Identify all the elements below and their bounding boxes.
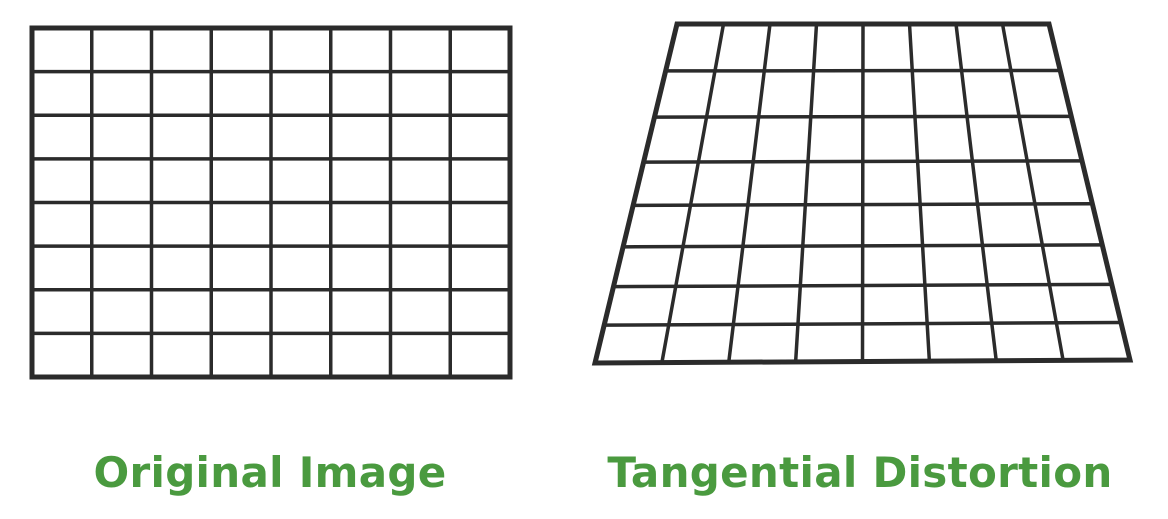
tangential-distortion-grid — [591, 21, 1134, 366]
grid-horizontal-line — [602, 320, 1123, 327]
grid-vertical-line — [954, 22, 998, 363]
grid-horizontal-line — [641, 159, 1084, 164]
grid-vertical-line — [660, 22, 726, 365]
grid-horizontal-line — [611, 282, 1114, 289]
grid-vertical-line — [1000, 22, 1065, 363]
original-image-caption: Original Image — [93, 448, 447, 497]
grid-border — [29, 25, 513, 380]
grid-vertical-line — [860, 22, 865, 364]
grid-border — [591, 21, 1134, 366]
grid-vertical-line — [793, 22, 819, 364]
grid-horizontal-line — [631, 202, 1095, 208]
tangential-distortion-caption: Tangential Distortion — [607, 448, 1113, 497]
original-grid — [29, 25, 513, 380]
grid-horizontal-line — [652, 114, 1074, 119]
grid-horizontal-line — [621, 243, 1104, 249]
grid-vertical-line — [907, 22, 932, 363]
grid-vertical-line — [727, 22, 772, 364]
